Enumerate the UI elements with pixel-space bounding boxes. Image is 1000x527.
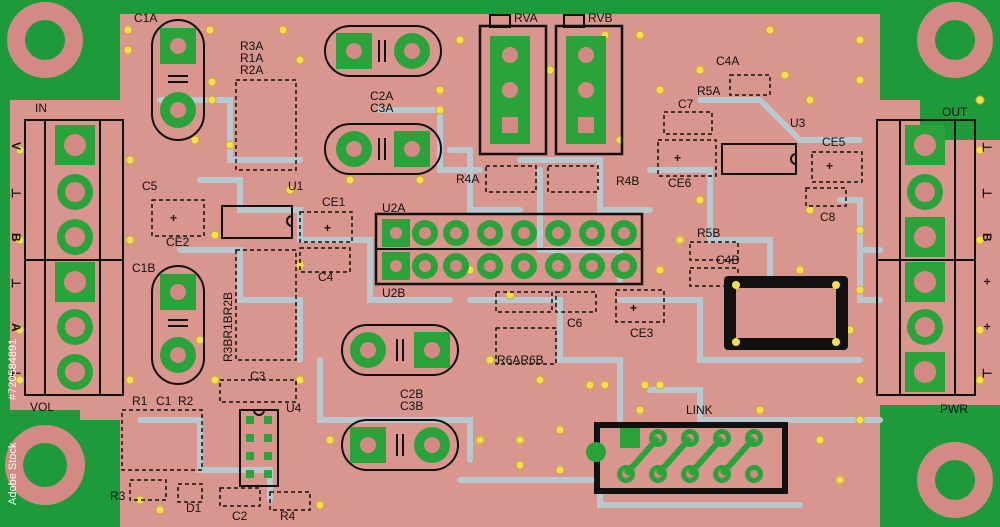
ic-u3: [721, 143, 797, 175]
label-rva: RVA: [514, 11, 538, 25]
in-pin-2: ⊥: [9, 188, 23, 198]
label-c2b: C2B: [400, 387, 423, 401]
label-u2b: U2B: [382, 286, 405, 300]
capacitor-c1a: [151, 19, 205, 141]
label-r4a: R4A: [456, 172, 479, 186]
in-pin-1: V: [9, 142, 23, 150]
potentiometer-rvb: [554, 14, 624, 156]
out-pin-5: +: [980, 323, 994, 330]
label-c4: C4: [318, 270, 334, 284]
label-r2: R2: [178, 394, 194, 408]
connector-link: [586, 422, 788, 494]
smd-outlines-bottom-left: [121, 379, 311, 511]
label-c4b: C4B: [716, 253, 739, 267]
label-r4: R4: [280, 509, 296, 523]
capacitor-c1b: [151, 265, 205, 385]
out-pin-4: +: [980, 278, 994, 285]
ic-u1: [221, 205, 293, 239]
capacitor-c2b: [341, 324, 459, 376]
label-r1a: R1A: [240, 51, 263, 65]
label-r3b-r1b-r2b: R3BR1BR2B: [221, 292, 235, 362]
smd-outlines-right: [657, 74, 863, 207]
ce5-plus: +: [826, 159, 833, 173]
smd-outlines-mid: [485, 165, 599, 365]
label-in: IN: [35, 101, 47, 115]
label-ce3: CE3: [630, 326, 654, 340]
header-u2-pads: [382, 219, 637, 280]
in-pin-3: B: [9, 233, 23, 242]
out-pin-2: ⊥: [980, 188, 994, 198]
label-ce6: CE6: [668, 176, 692, 190]
label-out: OUT: [942, 105, 968, 119]
in-pin-4: ⊥: [9, 278, 23, 288]
label-link: LINK: [686, 403, 713, 417]
mount-holes: [5, 2, 993, 518]
ce6-plus: +: [674, 151, 681, 165]
out-pin-3: B: [980, 233, 994, 242]
label-c1: C1: [156, 394, 172, 408]
label-r5a: R5A: [697, 84, 720, 98]
label-r4b: R4B: [616, 174, 639, 188]
label-c5: C5: [142, 179, 158, 193]
ce1-plus: +: [324, 221, 331, 235]
connector-out: [876, 119, 976, 396]
in-pin-5: A: [9, 323, 23, 332]
label-r3: R3: [110, 489, 126, 503]
label-c3: C3: [250, 369, 266, 383]
header-u2: [374, 212, 644, 286]
label-ce1: CE1: [322, 195, 346, 209]
out-pin-6: ⊥: [980, 368, 994, 378]
ce2-plus: +: [170, 211, 177, 225]
out-pin-1: ⊥: [980, 142, 994, 152]
label-u2a: U2A: [382, 201, 405, 215]
ic-u4: [239, 409, 279, 487]
label-c2: C2: [232, 509, 248, 523]
label-c3a: C3A: [370, 101, 393, 115]
smd-outlines-left: [151, 199, 353, 361]
label-ce5: CE5: [822, 135, 846, 149]
label-r6a-r6b: R6AR6B: [497, 353, 544, 367]
connector-in-pads: [55, 125, 95, 390]
ce3-plus: +: [630, 301, 637, 315]
copper-pour: [10, 14, 1000, 527]
capacitor-c3a: [324, 123, 442, 175]
label-c6: C6: [567, 316, 583, 330]
watermark-stock: Adobe Stock: [7, 442, 19, 505]
label-vol: VOL: [30, 400, 54, 414]
label-r2a: R2A: [240, 63, 263, 77]
capacitor-c2a: [324, 25, 442, 77]
in-pin-6: ⊥: [9, 368, 23, 378]
watermark-id: #720584891: [7, 339, 19, 400]
label-rvb: RVB: [588, 11, 612, 25]
label-u4: U4: [286, 401, 302, 415]
label-u1: U1: [288, 179, 304, 193]
label-ce2: CE2: [166, 235, 190, 249]
label-c7: C7: [678, 97, 694, 111]
label-u3: U3: [790, 116, 806, 130]
capacitor-c3b: [341, 419, 459, 471]
resistor-array-a: [235, 79, 297, 171]
label-c2a: C2A: [370, 89, 393, 103]
label-r1: R1: [132, 394, 148, 408]
label-c1a: C1A: [134, 11, 157, 25]
label-c4a: C4A: [716, 54, 739, 68]
label-d1: D1: [186, 501, 202, 515]
crystal-component: [724, 276, 848, 350]
label-pwr: PWR: [940, 402, 968, 416]
connector-in: [24, 119, 124, 396]
label-r5b: R5B: [697, 226, 720, 240]
potentiometer-rva: [478, 14, 548, 156]
label-c8: C8: [820, 210, 836, 224]
capacitor-ce3: [615, 289, 665, 323]
label-c1b: C1B: [132, 261, 155, 275]
connector-out-pads: [905, 125, 945, 392]
label-r3a: R3A: [240, 39, 263, 53]
label-c3b: C3B: [400, 399, 423, 413]
